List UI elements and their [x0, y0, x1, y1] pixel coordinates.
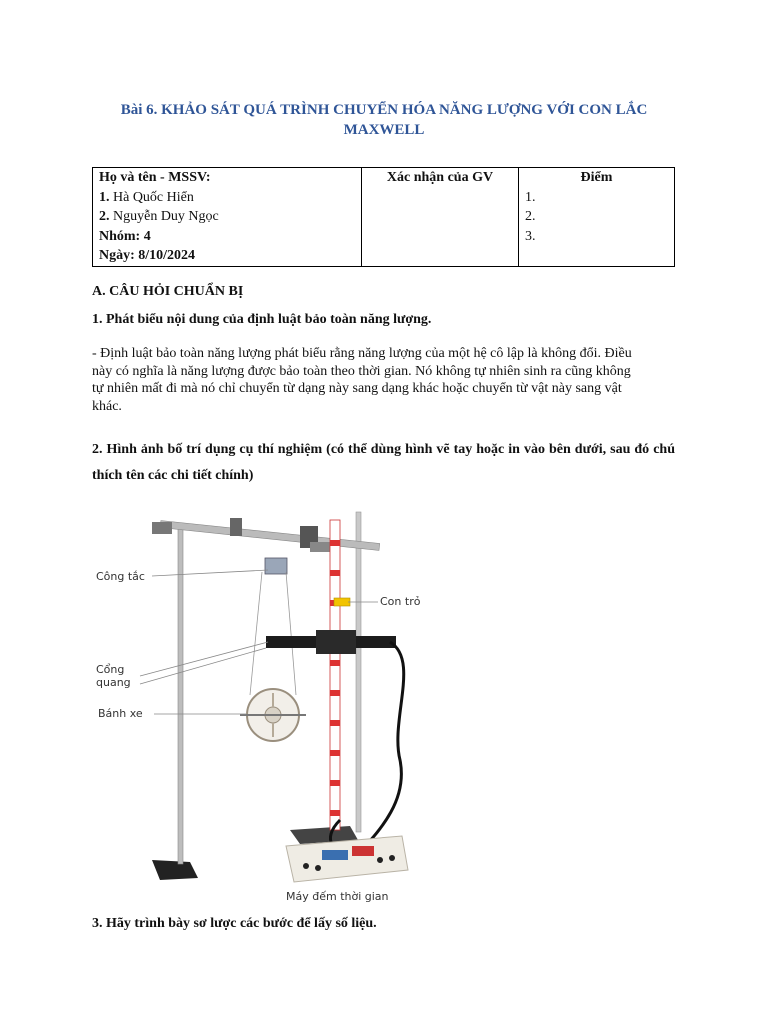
score-cell: Điểm 1. 2. 3.: [518, 167, 675, 267]
score-line-1: 1.: [525, 189, 536, 205]
pointer: [333, 597, 351, 607]
question-3: 3. Hãy trình bày sơ lược các bước để lấy…: [92, 916, 377, 931]
group-number: Nhóm: 4: [99, 228, 151, 244]
name-id-header: Họ và tên - MSSV:: [99, 170, 211, 185]
clamp-mid: [230, 518, 242, 536]
student-info-cell: Họ và tên - MSSV: 1. Hà Quốc Hiển 2. Ngu…: [92, 167, 362, 267]
apparatus-illustration: [139, 511, 409, 883]
question-2: 2. Hình ảnh bố trí dụng cụ thí nghiệm (c…: [92, 442, 675, 483]
teacher-confirm-header: Xác nhận của GV: [386, 170, 494, 185]
label-may-dem: Máy đếm thời gian: [286, 890, 389, 903]
section-a-heading: A. CÂU HỎI CHUẨN BỊ: [92, 284, 244, 299]
right-rod: [355, 511, 362, 833]
question-1: 1. Phát biểu nội dung của định luật bảo …: [92, 312, 432, 327]
ruler: [329, 519, 341, 831]
clamp-right-arm: [310, 542, 340, 552]
document-title: Bài 6. KHẢO SÁT QUÁ TRÌNH CHUYỂN HÓA NĂN…: [120, 102, 648, 138]
left-foot: [152, 860, 198, 880]
teacher-confirm-cell: Xác nhận của GV: [361, 167, 519, 267]
score-line-2: 2.: [525, 209, 536, 224]
student-2-name: Nguyễn Duy Ngọc: [113, 209, 219, 224]
answer-1: - Định luật bảo toàn năng lượng phát biể…: [92, 346, 632, 414]
student-1-name: Hà Quốc Hiển: [113, 189, 194, 205]
clamp-left: [152, 522, 172, 534]
student-1-number: 1.: [99, 189, 110, 205]
student-1: 1. Hà Quốc Hiển: [99, 188, 355, 208]
apparatus-figure: Công tắc Con trỏ Cổng quang Bánh xe Máy …: [90, 500, 430, 910]
score-header: Điểm: [580, 170, 613, 185]
label-cong-quang-1: Cổng: [96, 663, 125, 676]
label-cong-tac: Công tắc: [96, 570, 145, 583]
top-bar: [159, 520, 381, 551]
label-cong-quang-2: quang: [96, 676, 131, 689]
student-info-table: Họ và tên - MSSV: 1. Hà Quốc Hiển 2. Ngu…: [92, 167, 675, 267]
rear-foot: [290, 826, 358, 844]
date: Ngày: 8/10/2024: [99, 248, 196, 263]
label-banh-xe: Bánh xe: [98, 707, 143, 720]
label-con-tro: Con trỏ: [380, 595, 421, 608]
score-line-3: 3.: [525, 228, 536, 244]
switch-box: [264, 557, 288, 575]
student-2-number: 2.: [99, 209, 110, 224]
student-2: 2. Nguyễn Duy Ngọc: [99, 207, 355, 227]
cable: [358, 640, 406, 854]
